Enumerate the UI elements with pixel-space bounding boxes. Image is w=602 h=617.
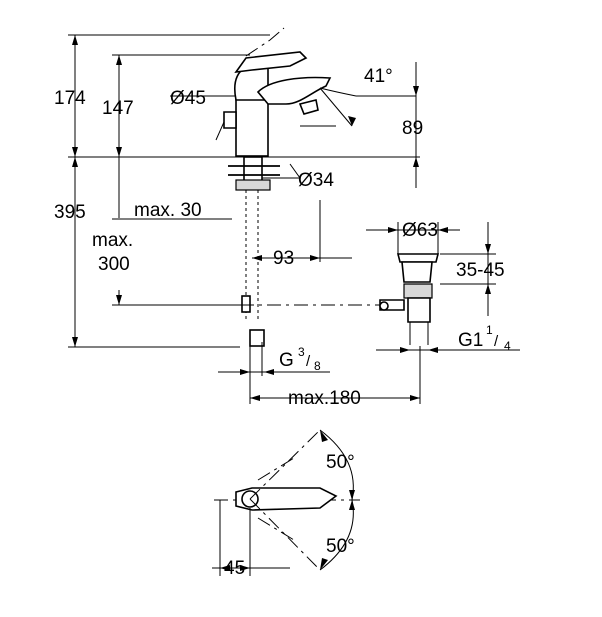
dim-waste-range: 35-45 <box>456 260 505 281</box>
dim-below-deck: 395 <box>54 202 86 223</box>
svg-text:1: 1 <box>486 323 493 337</box>
dim-spout-height: 147 <box>102 98 134 119</box>
dim-spout-diameter: Ø45 <box>170 88 206 109</box>
top-view <box>212 429 360 576</box>
dim-max-hose-label: max. <box>92 230 133 251</box>
svg-text:G1: G1 <box>458 330 483 351</box>
svg-text:/: / <box>306 353 311 370</box>
dim-lever-angle: 41° <box>364 66 393 87</box>
svg-text:G: G <box>279 350 294 371</box>
side-view <box>68 27 520 404</box>
dim-rotation-up: 50° <box>326 452 355 473</box>
svg-text:/: / <box>494 333 499 350</box>
dim-hole-diameter: Ø34 <box>298 170 334 191</box>
dim-lever-offset: 45 <box>224 558 245 579</box>
svg-text:3: 3 <box>298 345 305 359</box>
dim-spout-drop: 89 <box>402 118 423 139</box>
svg-text:8: 8 <box>314 359 321 373</box>
dim-spout-reach: 93 <box>273 248 294 269</box>
dim-max-waste-reach: max.180 <box>288 388 361 409</box>
dim-rotation-down: 50° <box>326 536 355 557</box>
dim-max-hose-value: 300 <box>98 254 130 275</box>
dim-waste-thread: G1 1 / 4 <box>458 323 511 353</box>
dim-total-height: 174 <box>54 88 86 109</box>
dim-max-thickness: max. 30 <box>134 200 202 221</box>
dim-supply-thread: G 3 / 8 <box>279 345 321 373</box>
svg-text:4: 4 <box>504 339 511 353</box>
dim-waste-diameter: Ø63 <box>402 220 438 241</box>
